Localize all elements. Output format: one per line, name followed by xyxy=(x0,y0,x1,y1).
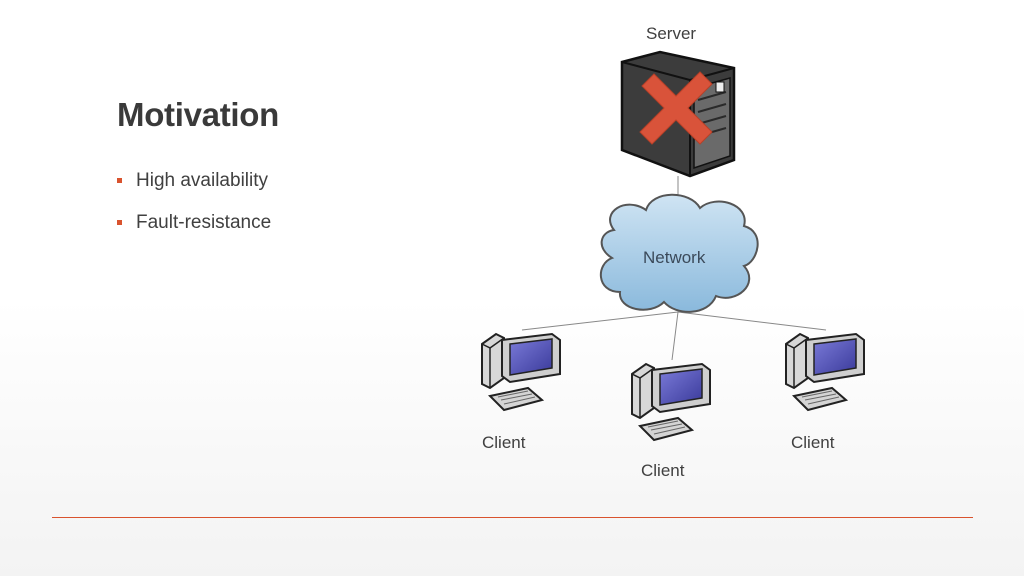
bullet-marker xyxy=(117,220,122,225)
server-label: Server xyxy=(646,24,697,43)
client-label-right: Client xyxy=(791,433,835,452)
bullet-text: High availability xyxy=(136,170,269,191)
client-computer-icon-right xyxy=(785,333,865,411)
failure-x-mark xyxy=(639,71,713,145)
bullet-text: Fault-resistance xyxy=(136,212,272,233)
bullet-marker xyxy=(117,178,122,183)
bullet-item: High availability xyxy=(117,168,271,210)
client-label-left: Client xyxy=(482,433,526,452)
slide-title: Motivation xyxy=(117,96,279,133)
bullet-item: Fault-resistance xyxy=(117,210,271,252)
client-computer-icon-middle xyxy=(631,363,711,441)
network-client-middle-link xyxy=(671,311,679,361)
client-computer-icon-left xyxy=(481,333,561,411)
network-cloud-icon xyxy=(599,193,759,313)
network-label: Network xyxy=(643,248,706,267)
network-client-left-link xyxy=(521,311,679,331)
network-client-right-link xyxy=(677,311,827,331)
footer-divider xyxy=(52,517,973,518)
bullet-list: High availability Fault-resistance xyxy=(117,168,271,252)
client-label-middle: Client xyxy=(641,461,685,480)
